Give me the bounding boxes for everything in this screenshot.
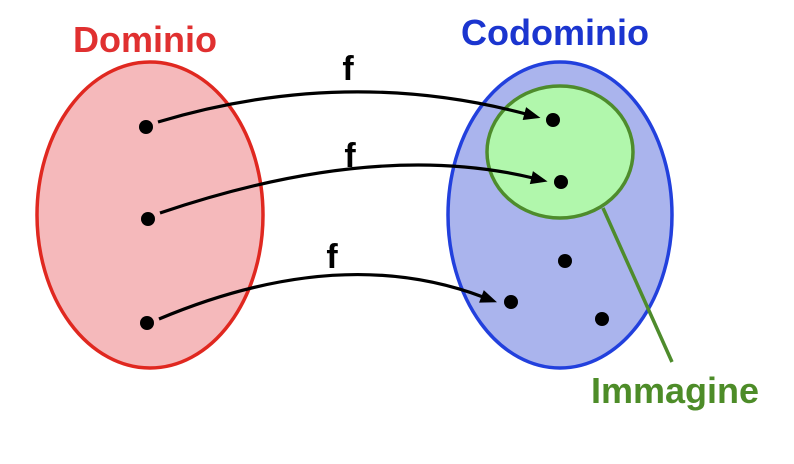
codomain-point-3 (595, 312, 609, 326)
codomain-points (504, 254, 609, 326)
domain-point-2 (141, 212, 155, 226)
function-arrows (157, 90, 548, 321)
codomain-point-2 (504, 295, 518, 309)
function-label-3: f (326, 238, 338, 276)
codomain-title: Codominio (461, 12, 649, 53)
function-arrow-3 (158, 272, 498, 321)
function-label-1: f (342, 50, 354, 88)
function-arrow-1 (157, 90, 541, 124)
domain-title: Dominio (73, 19, 217, 60)
function-arrow-2 (159, 163, 548, 215)
domain-point-1 (139, 120, 153, 134)
image-points (546, 113, 568, 189)
codomain-point-1 (558, 254, 572, 268)
image-title: Immagine (591, 370, 759, 411)
image-point-2 (554, 175, 568, 189)
image-point-1 (546, 113, 560, 127)
image-circle (485, 84, 635, 220)
function-label-2: f (344, 137, 356, 175)
image-callout-line (601, 207, 674, 363)
domain-point-3 (140, 316, 154, 330)
domain-points (139, 120, 155, 330)
